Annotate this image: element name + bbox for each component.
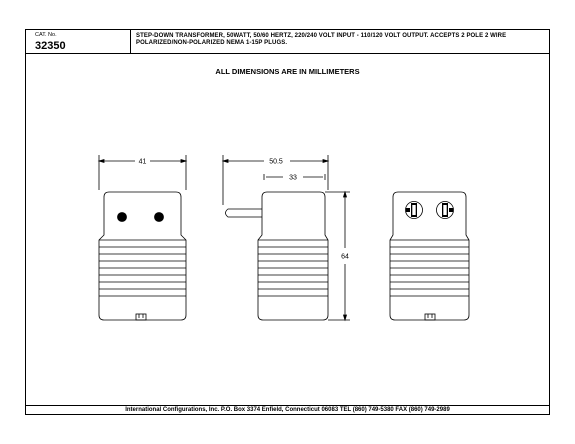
height-dimension — [325, 190, 350, 322]
front-view — [98, 191, 187, 321]
product-description: STEP-DOWN TRANSFORMER, 50WATT, 50/60 HER… — [136, 33, 507, 46]
height-label: 64 — [341, 254, 349, 261]
plug-pin-left — [117, 212, 127, 222]
rear-view — [389, 191, 470, 321]
side-view — [225, 191, 329, 321]
depth-label: 50.5 — [269, 159, 283, 166]
plug-pin-right — [154, 212, 164, 222]
catalog-label: CAT. No. — [35, 32, 57, 38]
outlet-socket-left — [405, 201, 423, 219]
title-block: CAT. No. 32350 STEP-DOWN TRANSFORMER, 50… — [26, 30, 549, 54]
drawing-sheet: CAT. No. 32350 STEP-DOWN TRANSFORMER, 50… — [25, 29, 550, 415]
depth-dimension — [221, 155, 330, 205]
width-dimension — [97, 155, 188, 190]
catalog-number: 32350 — [35, 40, 66, 52]
outlet-socket-right — [436, 201, 454, 219]
company-footer: International Configurations, Inc. P.O. … — [26, 405, 549, 414]
width-label: 41 — [139, 159, 147, 166]
plug-prong — [225, 208, 262, 218]
dimension-note: ALL DIMENSIONS ARE IN MILLIMETERS — [215, 67, 360, 76]
pin-offset-dimension — [263, 174, 326, 180]
catalog-cell: CAT. No. 32350 — [26, 30, 131, 53]
pin-offset-label: 33 — [289, 175, 297, 182]
